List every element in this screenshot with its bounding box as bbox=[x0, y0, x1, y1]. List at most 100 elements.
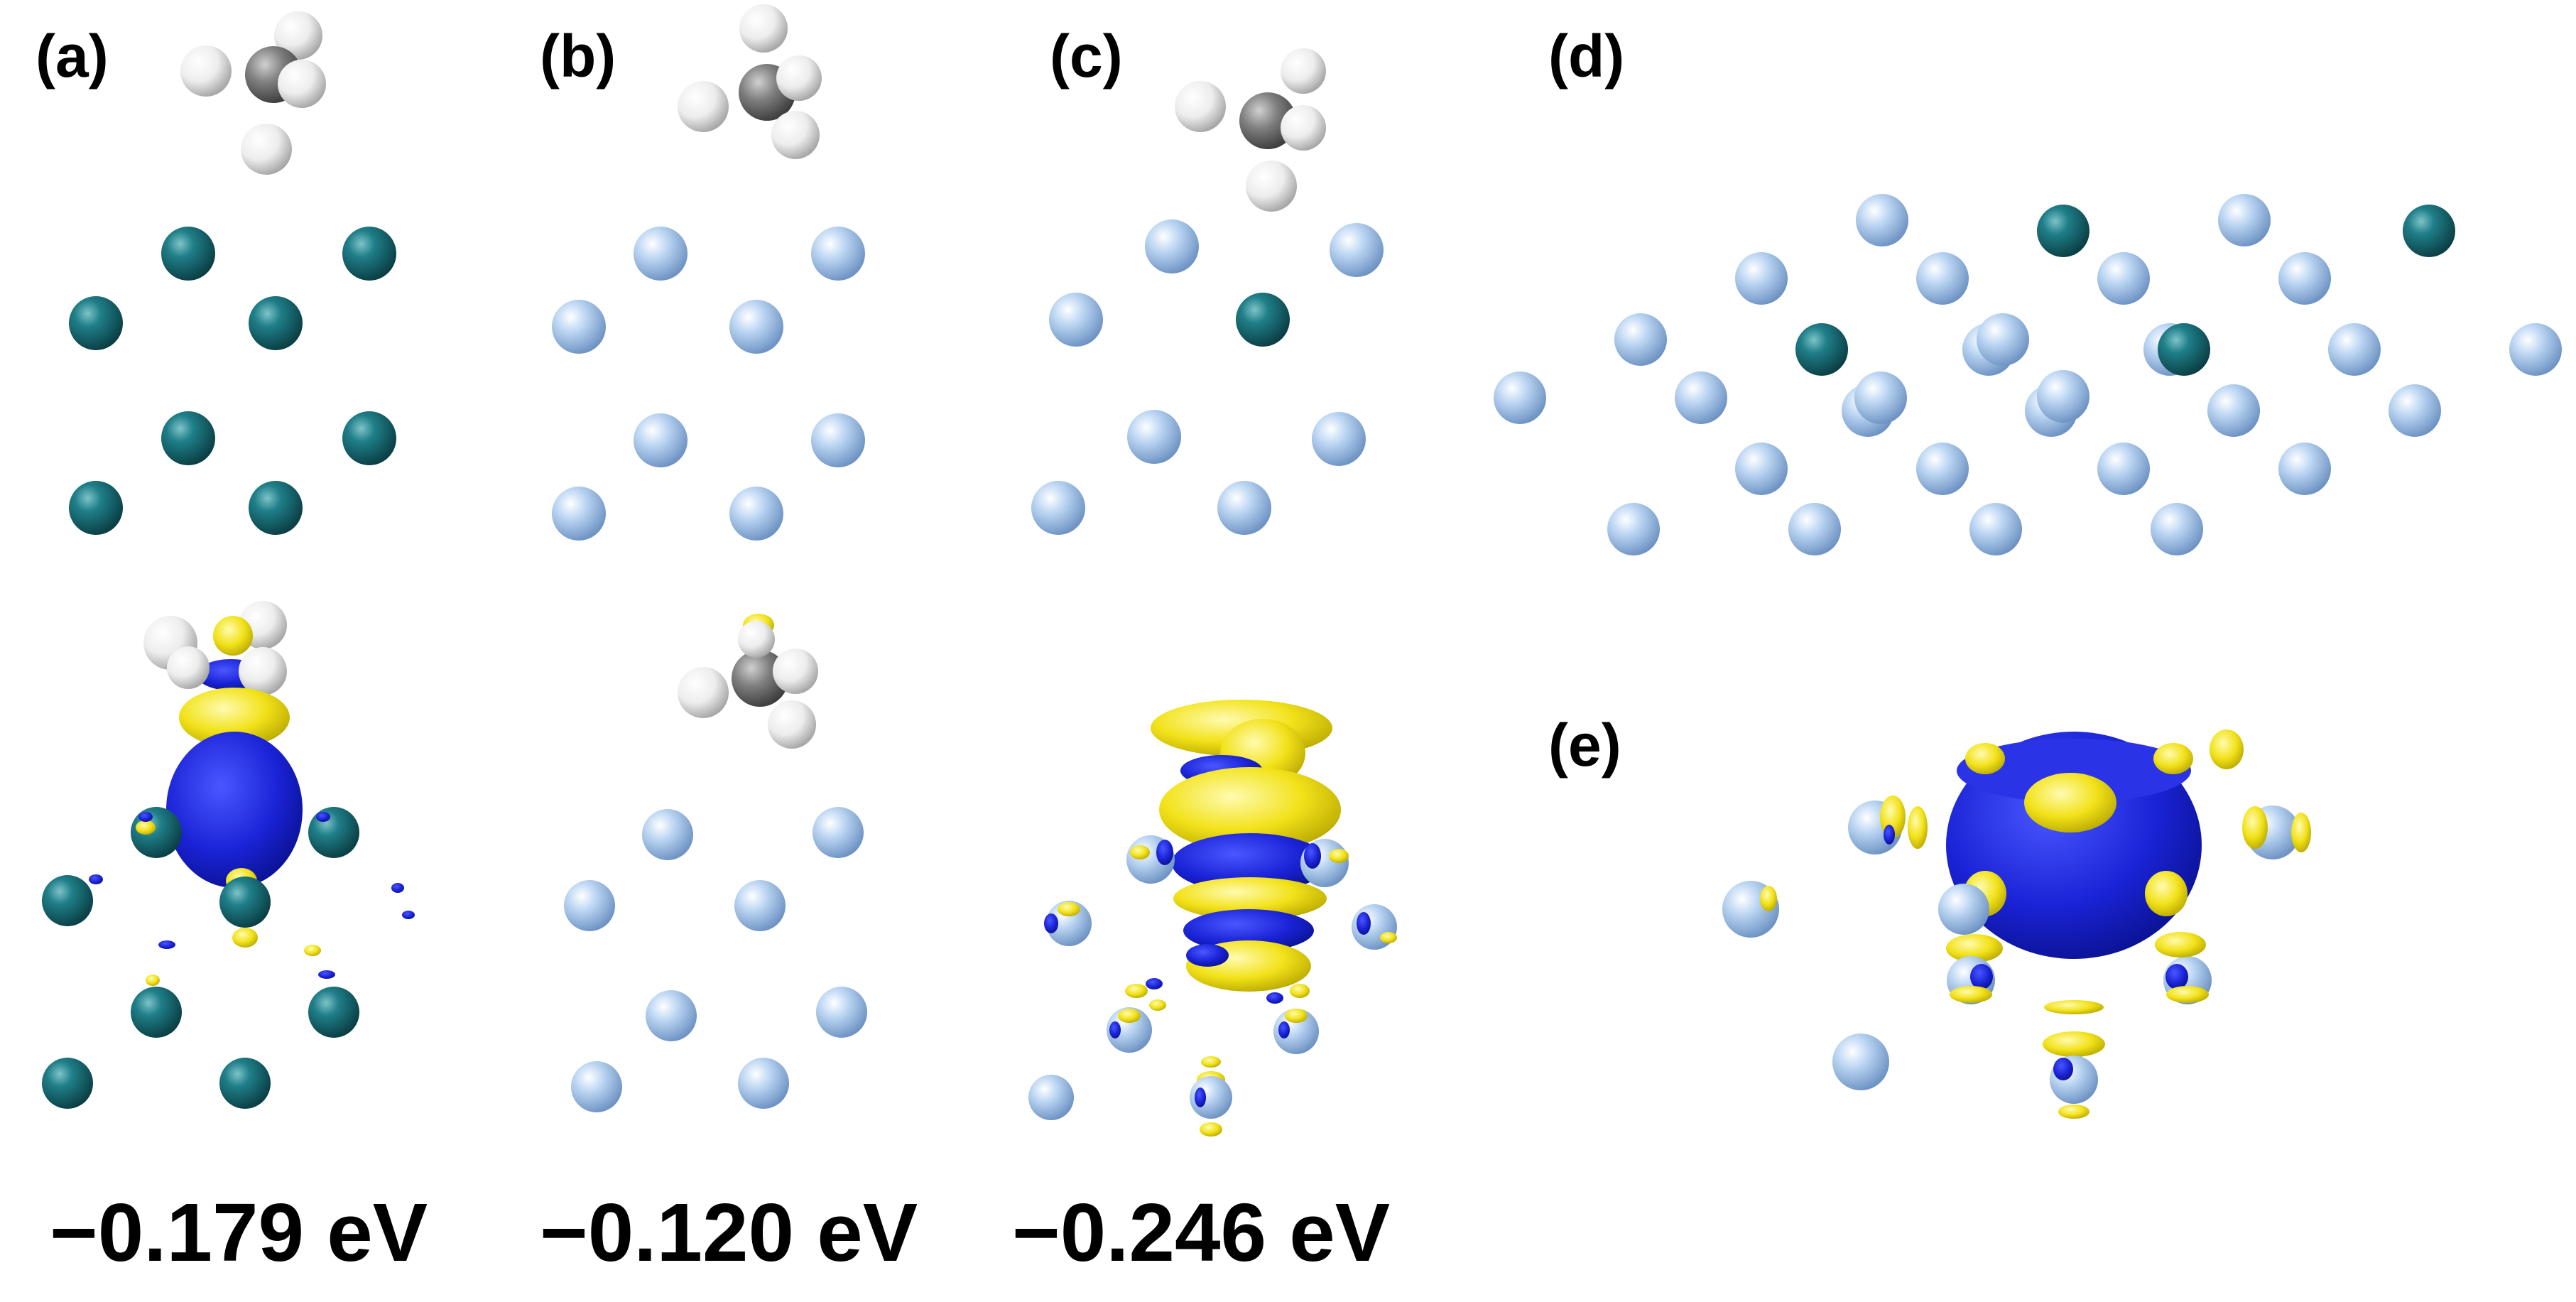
hydrogen-atom bbox=[1175, 81, 1226, 132]
hydrogen-atom bbox=[278, 60, 326, 108]
isosurface-blue bbox=[1304, 843, 1321, 869]
metal-atom bbox=[131, 987, 182, 1038]
methane-molecule-a bbox=[180, 11, 326, 175]
isosurface-blue bbox=[1186, 944, 1229, 967]
isosurface-yellow bbox=[1329, 849, 1349, 863]
hydrogen-atom bbox=[274, 11, 322, 60]
metal-atom bbox=[1614, 313, 1667, 366]
metal-atom bbox=[811, 413, 865, 467]
energy-label-b: −0.120 eV bbox=[540, 1186, 918, 1279]
energy-label-a: −0.179 eV bbox=[50, 1186, 428, 1279]
metal-atom bbox=[738, 1058, 789, 1109]
metal-atom bbox=[1977, 313, 2029, 366]
metal-atom bbox=[342, 227, 396, 281]
hydrogen-atom bbox=[773, 649, 818, 694]
isosurface-blue bbox=[318, 970, 335, 979]
metal-atom bbox=[1494, 371, 1546, 424]
isosurface-yellow bbox=[179, 688, 290, 747]
hydrogen-atom bbox=[180, 45, 232, 97]
isosurface-yellow bbox=[1200, 1122, 1222, 1136]
metal-atom bbox=[2278, 443, 2331, 495]
isosurface-blue bbox=[1884, 825, 1895, 845]
metal-atom bbox=[1675, 371, 1727, 424]
dopant-atom bbox=[1795, 323, 1848, 376]
isosurface-yellow bbox=[2043, 1031, 2105, 1057]
isosurface-yellow bbox=[1125, 984, 1148, 998]
metal-atom bbox=[1031, 481, 1085, 535]
hydrogen-atom bbox=[678, 81, 729, 132]
metal-atom bbox=[308, 807, 359, 858]
metal-atom bbox=[69, 296, 123, 350]
metal-atom bbox=[42, 875, 93, 926]
metal-atom bbox=[2037, 370, 2089, 423]
dopant-atom bbox=[2037, 205, 2089, 257]
isosurface-yellow bbox=[2210, 729, 2244, 769]
surface-atoms-a bbox=[69, 227, 396, 535]
metal-atom bbox=[2097, 443, 2150, 495]
panel-d-structure bbox=[1494, 194, 2562, 555]
dopant-atom bbox=[2403, 205, 2455, 257]
panel-label-c: (c) bbox=[1050, 23, 1123, 89]
hydrogen-atom bbox=[1281, 105, 1326, 151]
metal-atom bbox=[1856, 194, 1908, 246]
hydrogen-atom bbox=[771, 111, 820, 159]
isosurface-yellow bbox=[1130, 845, 1150, 859]
metal-atom bbox=[2218, 194, 2271, 246]
hydrogen-atom bbox=[738, 621, 775, 658]
hydrogen-atom bbox=[241, 124, 292, 175]
isosurface-blue bbox=[1183, 909, 1314, 952]
metal-atom bbox=[813, 807, 864, 858]
isosurface-blue bbox=[1172, 833, 1328, 893]
isosurface-yellow bbox=[1908, 806, 1928, 849]
metal-atom bbox=[42, 1058, 93, 1109]
metal-atom bbox=[1788, 503, 1841, 555]
isosurface-blue bbox=[1970, 964, 1993, 989]
energy-label-c: −0.246 eV bbox=[1012, 1186, 1390, 1279]
isosurface-yellow bbox=[213, 616, 253, 656]
isosurface-yellow bbox=[304, 945, 321, 956]
metal-atom bbox=[1735, 443, 1788, 495]
metal-atom bbox=[1916, 252, 1969, 305]
metal-atom bbox=[1330, 223, 1384, 277]
isosurface-blue bbox=[1957, 739, 2191, 803]
panel-label-d: (d) bbox=[1548, 23, 1624, 89]
metal-atom bbox=[1107, 1007, 1152, 1053]
metal-atom bbox=[552, 487, 606, 541]
isosurface-yellow bbox=[1290, 984, 1310, 998]
metal-atom bbox=[1607, 503, 1660, 555]
metal-atom bbox=[219, 1058, 271, 1109]
panel-c-charge-density bbox=[1028, 700, 1397, 1136]
metal-atom bbox=[552, 300, 606, 354]
metal-atom bbox=[161, 227, 215, 281]
isosurface-yellow bbox=[2145, 871, 2188, 916]
isosurface-blue bbox=[1195, 1087, 1206, 1107]
panel-label-a: (a) bbox=[36, 23, 109, 89]
isosurface-yellow bbox=[2058, 1105, 2089, 1119]
panel-c-structure bbox=[1031, 48, 1384, 535]
isosurface-blue bbox=[89, 874, 103, 884]
metal-atom bbox=[249, 481, 303, 535]
hydrogen-atom bbox=[1281, 48, 1326, 94]
isosurface-yellow bbox=[146, 975, 160, 986]
metal-atom bbox=[342, 411, 396, 465]
hydrogen-atom bbox=[768, 700, 816, 749]
metal-atom bbox=[634, 227, 688, 281]
isosurface-yellow bbox=[1946, 934, 2003, 962]
isosurface-yellow bbox=[1965, 743, 2005, 774]
metal-atom bbox=[2097, 252, 2150, 305]
metal-atom bbox=[642, 809, 693, 860]
metal-atom bbox=[2509, 323, 2562, 376]
isosurface-yellow bbox=[1285, 1009, 1308, 1023]
panel-label-e: (e) bbox=[1548, 712, 1621, 779]
metal-atom bbox=[734, 880, 786, 931]
isosurface-yellow bbox=[2242, 806, 2268, 849]
isosurface-blue bbox=[1044, 913, 1058, 933]
isosurface-blue bbox=[1266, 992, 1283, 1004]
isosurface-yellow bbox=[1149, 999, 1166, 1011]
methane-molecule-c bbox=[1175, 48, 1326, 212]
hydrogen-atom bbox=[678, 667, 729, 718]
panel-label-b: (b) bbox=[540, 23, 616, 89]
metal-atom bbox=[2328, 323, 2381, 376]
panel-b-structure bbox=[552, 4, 865, 541]
